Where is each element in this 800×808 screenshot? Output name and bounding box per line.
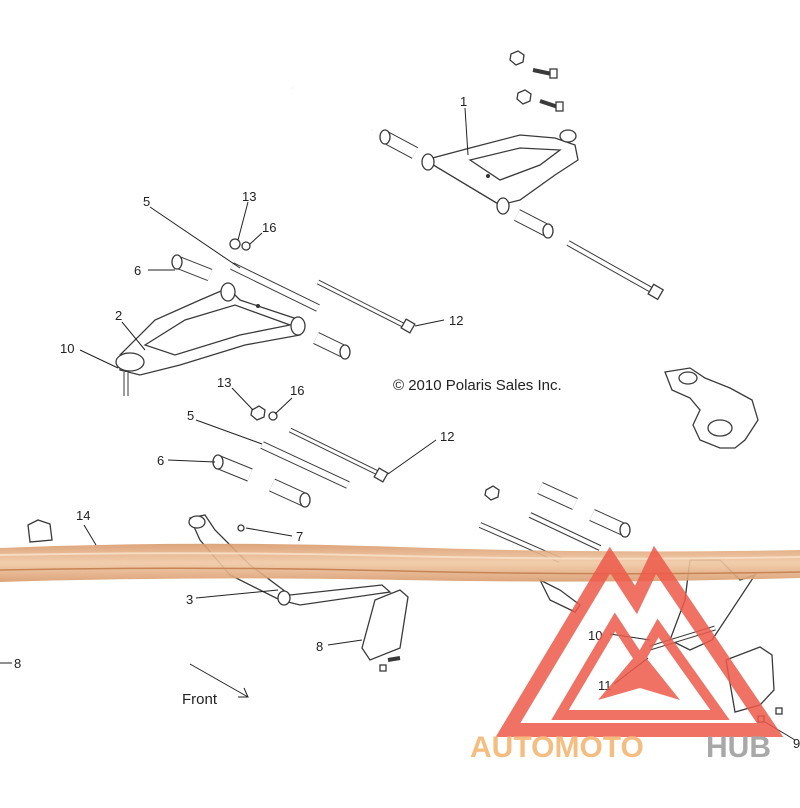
callout-10-upper: 10: [60, 341, 74, 356]
hardware-upper: [509, 50, 564, 112]
callout-8-center: 8: [316, 639, 323, 654]
knuckle: [664, 367, 759, 449]
bushing-right-a: [537, 482, 578, 510]
callout-12-upper: 12: [449, 313, 463, 328]
callout-13-lower: 13: [217, 375, 231, 390]
shaft-5-upper: [230, 262, 320, 312]
callout-8-left: 8: [14, 656, 21, 671]
pivot-bolt-upper: [566, 240, 665, 301]
front-arrow: [189, 663, 249, 698]
watermark-text-1: AUTOMOTO: [470, 731, 644, 764]
callout-6-upper: 6: [134, 263, 141, 278]
guard-plates: [361, 589, 783, 723]
bushing-6-a: [212, 454, 253, 482]
callout-14: 14: [76, 508, 90, 523]
callouts: 1 2 3 5 5 6 6 7 8 8 9 10 10 11 12 12 13 …: [14, 94, 800, 751]
bushing-6-lower: [313, 332, 351, 360]
callout-7: 7: [296, 529, 303, 544]
callout-9: 9: [793, 736, 800, 751]
front-label: Front: [182, 691, 218, 708]
callout-5-upper: 5: [143, 194, 150, 209]
callout-5-lower: 5: [187, 408, 194, 423]
callout-13-upper: 13: [242, 189, 256, 204]
middle-a-arm-assembly: [115, 238, 416, 396]
callout-12-lower: 12: [440, 429, 454, 444]
callout-16-upper: 16: [262, 220, 276, 235]
bushing-6-b: [269, 478, 311, 508]
bushing-upper-right: [514, 209, 554, 239]
callout-1: 1: [460, 94, 467, 109]
callout-16-lower: 16: [290, 383, 304, 398]
overlay-band: [0, 543, 800, 582]
upper-a-arm-assembly: [290, 50, 665, 301]
shaft-5-lower: [260, 441, 350, 489]
bushing-upper-left: [379, 129, 419, 159]
bolt-12-upper: [316, 279, 416, 334]
watermark-logo: AUTOMOTO HUB: [470, 545, 784, 764]
copyright-text: © 2010 Polaris Sales Inc.: [393, 377, 562, 394]
bushing-6-upper: [171, 254, 213, 282]
callout-6-lower: 6: [157, 453, 164, 468]
callout-3: 3: [186, 592, 193, 607]
watermark-text-2: HUB: [706, 731, 771, 764]
callout-10-lower: 10: [588, 628, 602, 643]
middle-a-arm: [115, 282, 306, 396]
lower-hardware: [212, 405, 631, 563]
bushing-right-b: [589, 509, 631, 538]
nut-washer-upper: [229, 238, 251, 251]
callout-2: 2: [115, 308, 122, 323]
bolt-12-lower: [288, 427, 389, 483]
upper-a-arm: [421, 129, 579, 215]
